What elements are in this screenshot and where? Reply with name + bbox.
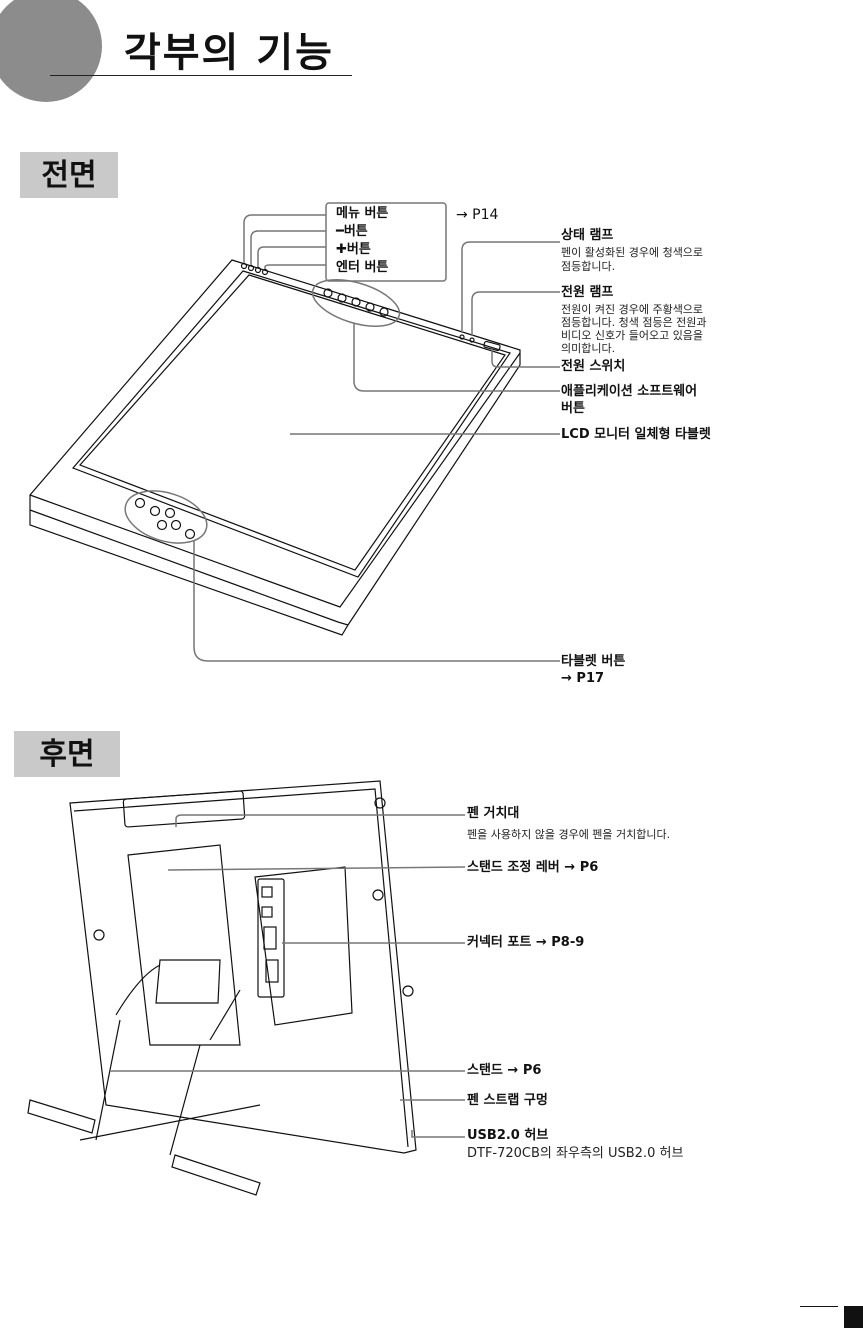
front-tablet-illustration [0, 195, 863, 695]
stand-label: 스탠드 → P6 [467, 1063, 541, 1078]
status-lamp-desc-1: 펜이 활성화된 경우에 청색으로 [561, 246, 703, 259]
power-lamp-desc-3: 비디오 신호가 들어오고 있음을 [561, 329, 703, 342]
pen-holder-desc: 펜을 사용하지 않을 경우에 펜을 거치합니다. [467, 828, 670, 841]
power-lamp-desc-1: 전원이 켜진 경우에 주황색으로 [561, 303, 703, 316]
menu-button-label: 메뉴 버튼 [336, 206, 388, 221]
page-marker-block [844, 1306, 863, 1328]
page-marker-line [800, 1306, 838, 1307]
power-lamp-desc-4: 의미합니다. [561, 342, 615, 355]
stand-lever-label: 스탠드 조정 레버 → P6 [467, 860, 598, 875]
app-buttons-label-1: 애플리케이션 소프트웨어 [561, 384, 697, 399]
connector-port-label: 커넥터 포트 → P8-9 [467, 935, 584, 950]
lcd-tablet-label: LCD 모니터 일체형 타블렛 [561, 427, 711, 442]
title-circle-decoration [0, 0, 102, 102]
rear-tablet-illustration [0, 775, 863, 1215]
tablet-buttons-page-ref: → P17 [561, 671, 604, 686]
status-lamp-label: 상태 램프 [561, 228, 613, 243]
pen-holder-label: 펜 거치대 [467, 806, 519, 821]
power-lamp-label: 전원 램프 [561, 285, 613, 300]
rear-heading: 후면 [14, 731, 120, 777]
power-lamp-desc-2: 점등합니다. 청색 점등은 전원과 [561, 316, 707, 329]
minus-button-label: ━버튼 [336, 224, 368, 239]
tablet-buttons-label: 타블렛 버튼 [561, 654, 625, 669]
title-underline [50, 75, 352, 76]
front-heading: 전면 [20, 152, 118, 198]
page-title: 각부의 기능 [124, 20, 334, 78]
enter-button-label: 엔터 버튼 [336, 260, 388, 275]
status-lamp-desc-2: 점등합니다. [561, 260, 615, 273]
left-buttons-page-ref: → P14 [456, 208, 498, 223]
power-switch-label: 전원 스위치 [561, 359, 625, 374]
usb-hub-label: USB2.0 허브 [467, 1128, 548, 1143]
app-buttons-label-2: 버튼 [561, 401, 585, 416]
plus-button-label: ✚버튼 [336, 242, 371, 257]
pen-strap-hole-label: 펜 스트랩 구멍 [467, 1093, 548, 1108]
usb-hub-desc: DTF-720CB의 좌우측의 USB2.0 허브 [467, 1146, 683, 1161]
